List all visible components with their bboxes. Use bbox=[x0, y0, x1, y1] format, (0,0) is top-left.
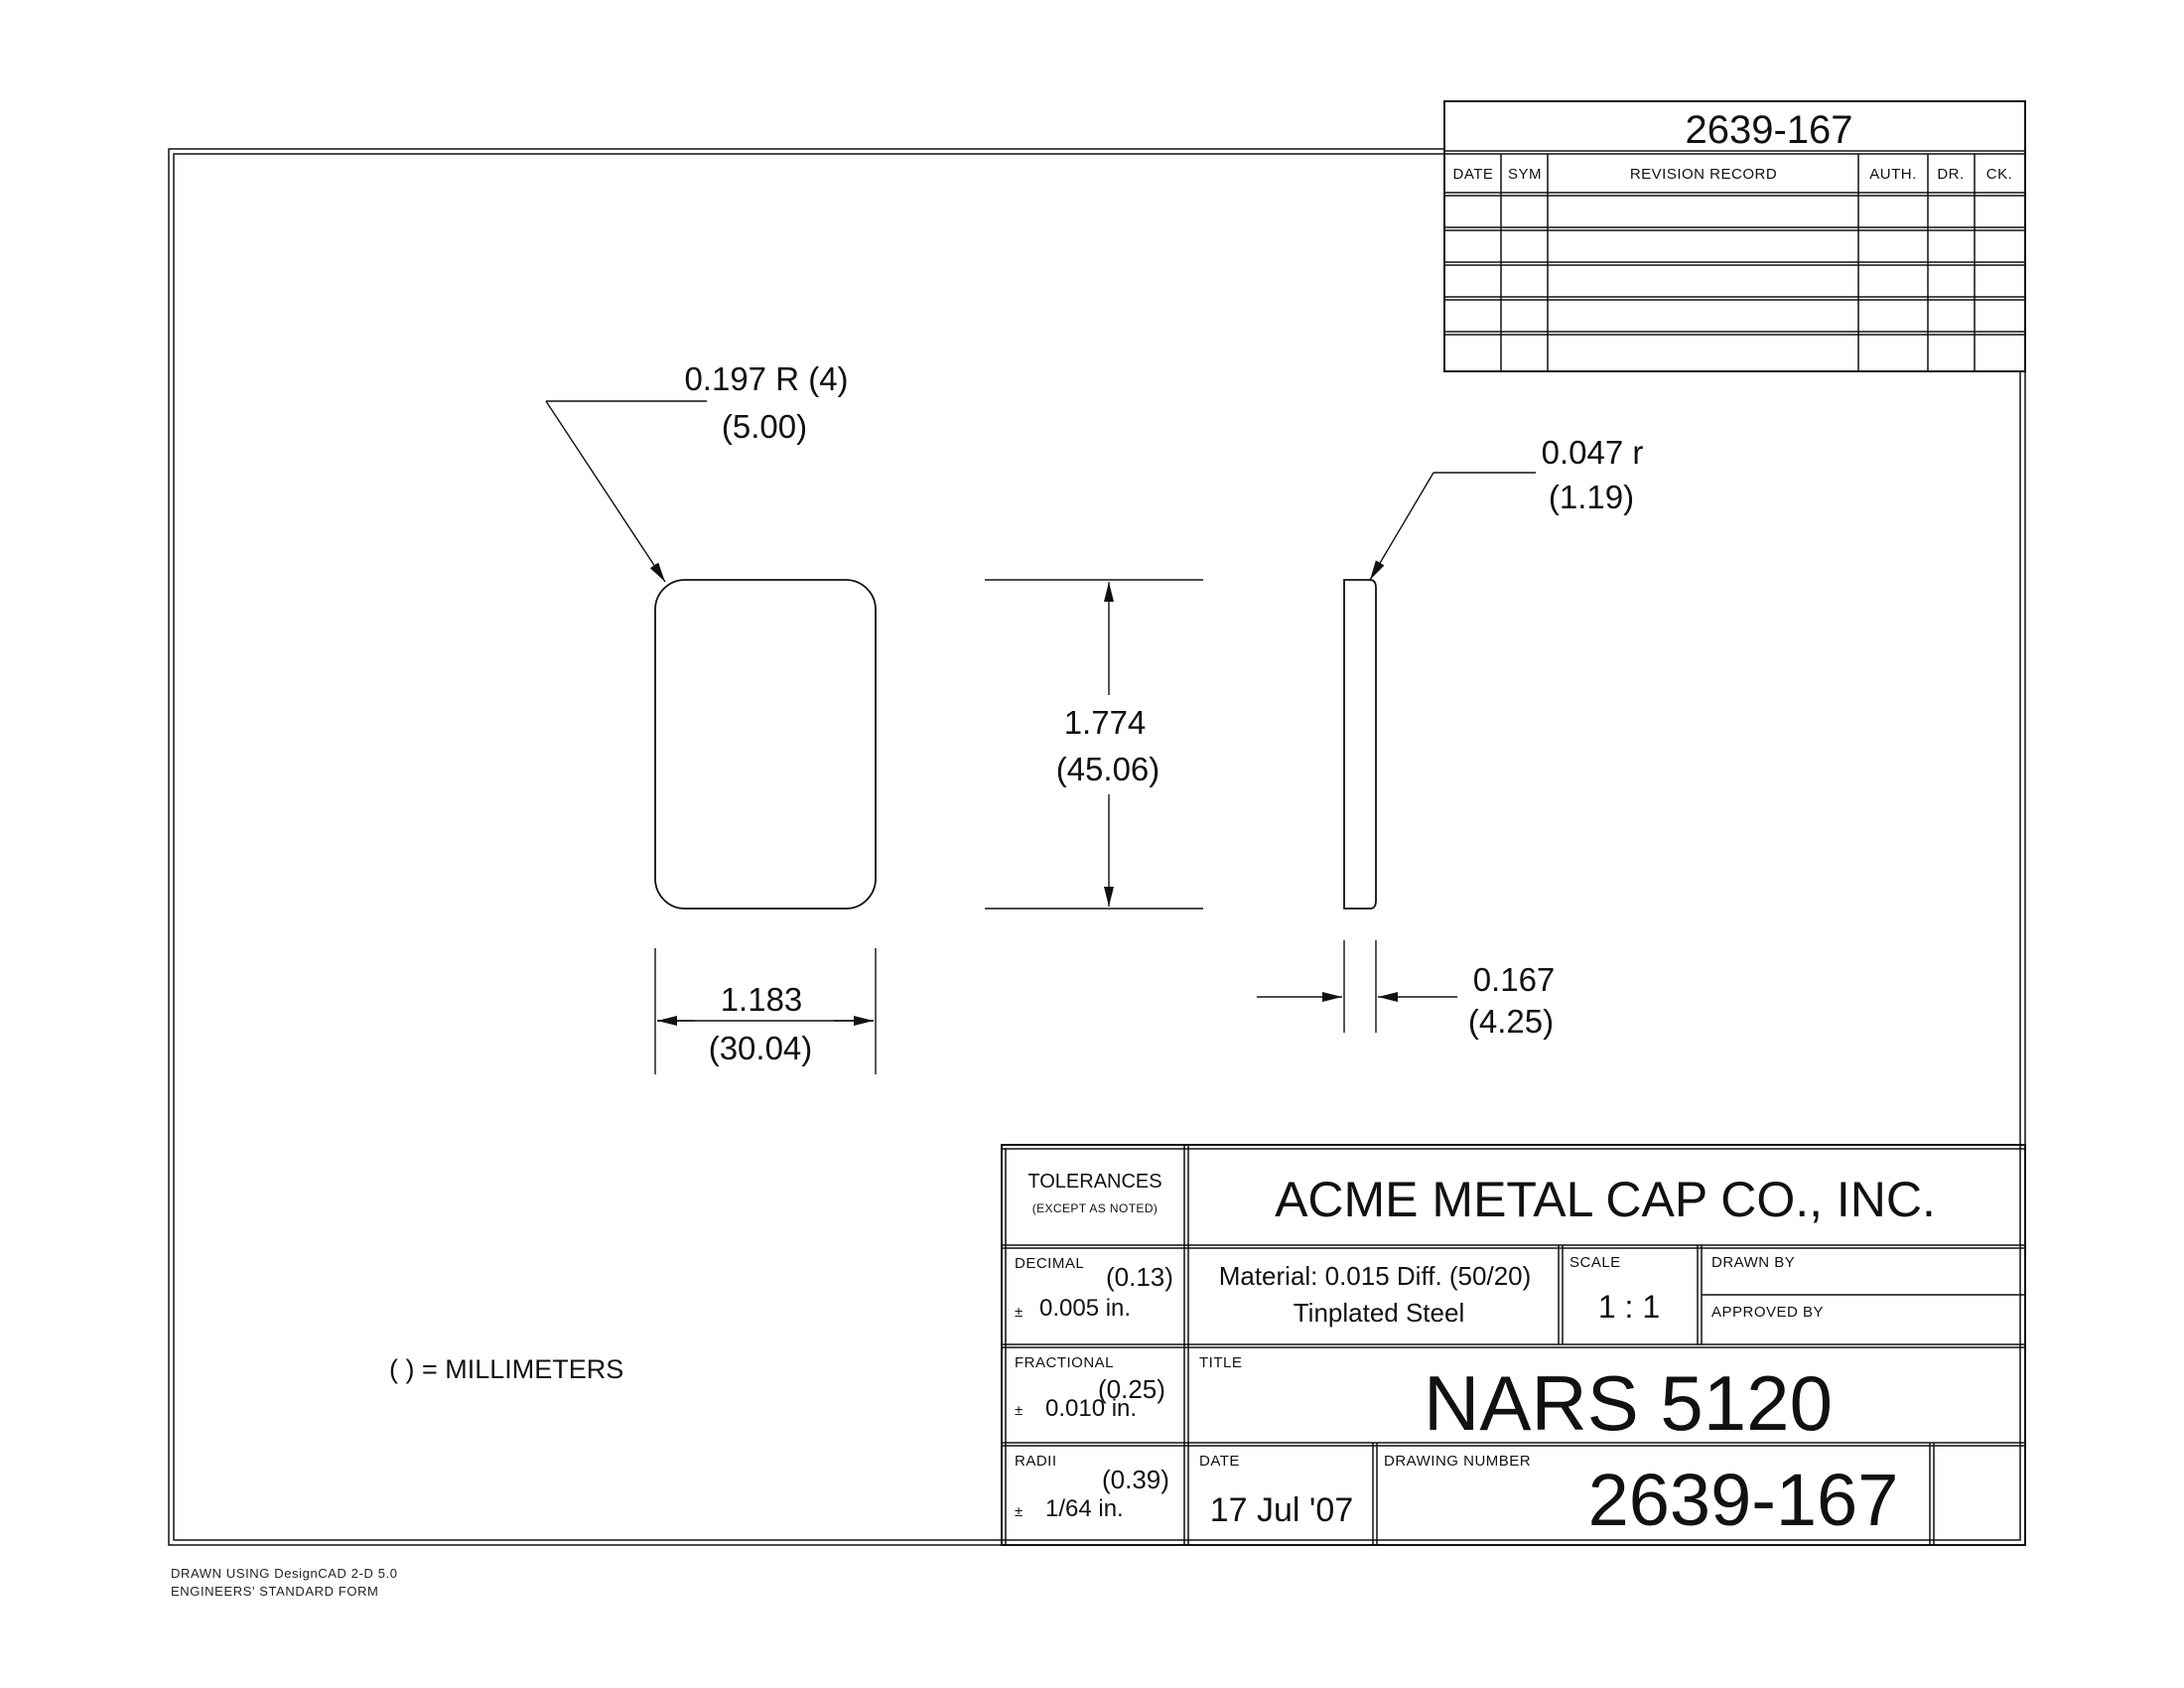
drawing-number: 2639-167 bbox=[1588, 1459, 1899, 1541]
material-line1: Material: 0.015 Diff. (50/20) bbox=[1219, 1261, 1532, 1291]
height-dimension: 1.774 (45.06) bbox=[985, 579, 1203, 910]
decimal-mm: (0.13) bbox=[1106, 1262, 1173, 1292]
radii-plusminus: ± bbox=[1015, 1503, 1024, 1520]
height-mm: (45.06) bbox=[1056, 751, 1160, 787]
thickness-inch: 0.167 bbox=[1473, 961, 1556, 998]
width-dimension: 1.183 (30.04) bbox=[654, 948, 877, 1074]
revision-block: 2639-167 DATE SYM REVISION RECORD AUTH. … bbox=[1443, 100, 2026, 372]
thickness-dimension: 0.167 (4.25) bbox=[1257, 940, 1555, 1040]
decimal-value: 0.005 in. bbox=[1039, 1295, 1131, 1322]
footer-software: DRAWN USING DesignCAD 2-D 5.0 bbox=[171, 1566, 398, 1581]
scale-value: 1 : 1 bbox=[1598, 1289, 1660, 1325]
corner-radius-inch: 0.197 R (4) bbox=[684, 360, 848, 397]
date-value: 17 Jul '07 bbox=[1210, 1491, 1353, 1529]
side-view bbox=[1343, 579, 1377, 910]
width-inch: 1.183 bbox=[721, 981, 803, 1018]
width-mm: (30.04) bbox=[709, 1030, 813, 1066]
corner-radius-callout: 0.197 R (4) (5.00) bbox=[545, 360, 849, 583]
scale-label: SCALE bbox=[1570, 1254, 1621, 1271]
tolerances-label: TOLERANCES bbox=[1027, 1171, 1161, 1193]
rev-col-record: REVISION RECORD bbox=[1630, 166, 1777, 183]
drawn-by-label: DRAWN BY bbox=[1711, 1254, 1795, 1271]
revision-drawing-number: 2639-167 bbox=[1685, 108, 1852, 152]
title-label: TITLE bbox=[1199, 1354, 1242, 1371]
drawing-title: NARS 5120 bbox=[1424, 1359, 1833, 1447]
fractional-value: 0.010 in. bbox=[1045, 1395, 1137, 1422]
edge-radius-callout: 0.047 r (1.19) bbox=[1369, 434, 1644, 581]
rev-col-sym: SYM bbox=[1508, 166, 1542, 183]
radii-value: 1/64 in. bbox=[1045, 1495, 1124, 1522]
corner-radius-mm: (5.00) bbox=[722, 408, 807, 445]
company-name: ACME METAL CAP CO., INC. bbox=[1275, 1172, 1936, 1227]
front-view bbox=[654, 579, 877, 910]
rev-col-ck: CK. bbox=[1986, 166, 2013, 183]
edge-radius-mm: (1.19) bbox=[1549, 479, 1634, 515]
radii-mm: (0.39) bbox=[1102, 1465, 1169, 1494]
except-label: (EXCEPT AS NOTED) bbox=[1032, 1201, 1159, 1215]
height-inch: 1.774 bbox=[1064, 704, 1147, 741]
material-line2: Tinplated Steel bbox=[1294, 1298, 1464, 1328]
decimal-label: DECIMAL bbox=[1015, 1255, 1084, 1272]
edge-radius-inch: 0.047 r bbox=[1542, 434, 1644, 471]
thickness-mm: (4.25) bbox=[1468, 1003, 1554, 1040]
date-label: DATE bbox=[1199, 1453, 1240, 1470]
rev-col-dr: DR. bbox=[1937, 166, 1964, 183]
decimal-plusminus: ± bbox=[1015, 1304, 1024, 1321]
fractional-label: FRACTIONAL bbox=[1015, 1354, 1114, 1371]
approved-by-label: APPROVED BY bbox=[1711, 1304, 1824, 1321]
drawing-number-label: DRAWING NUMBER bbox=[1384, 1453, 1531, 1470]
rev-col-date: DATE bbox=[1453, 166, 1494, 183]
radii-label: RADII bbox=[1015, 1453, 1057, 1470]
fractional-plusminus: ± bbox=[1015, 1402, 1024, 1419]
footer-form: ENGINEERS' STANDARD FORM bbox=[171, 1584, 379, 1599]
fractional-mm: (0.25) bbox=[1098, 1374, 1165, 1404]
rev-col-auth: AUTH. bbox=[1869, 166, 1917, 183]
units-note: ( ) = MILLIMETERS bbox=[389, 1354, 623, 1384]
title-block: TOLERANCES (EXCEPT AS NOTED) ACME METAL … bbox=[1001, 1144, 2026, 1546]
